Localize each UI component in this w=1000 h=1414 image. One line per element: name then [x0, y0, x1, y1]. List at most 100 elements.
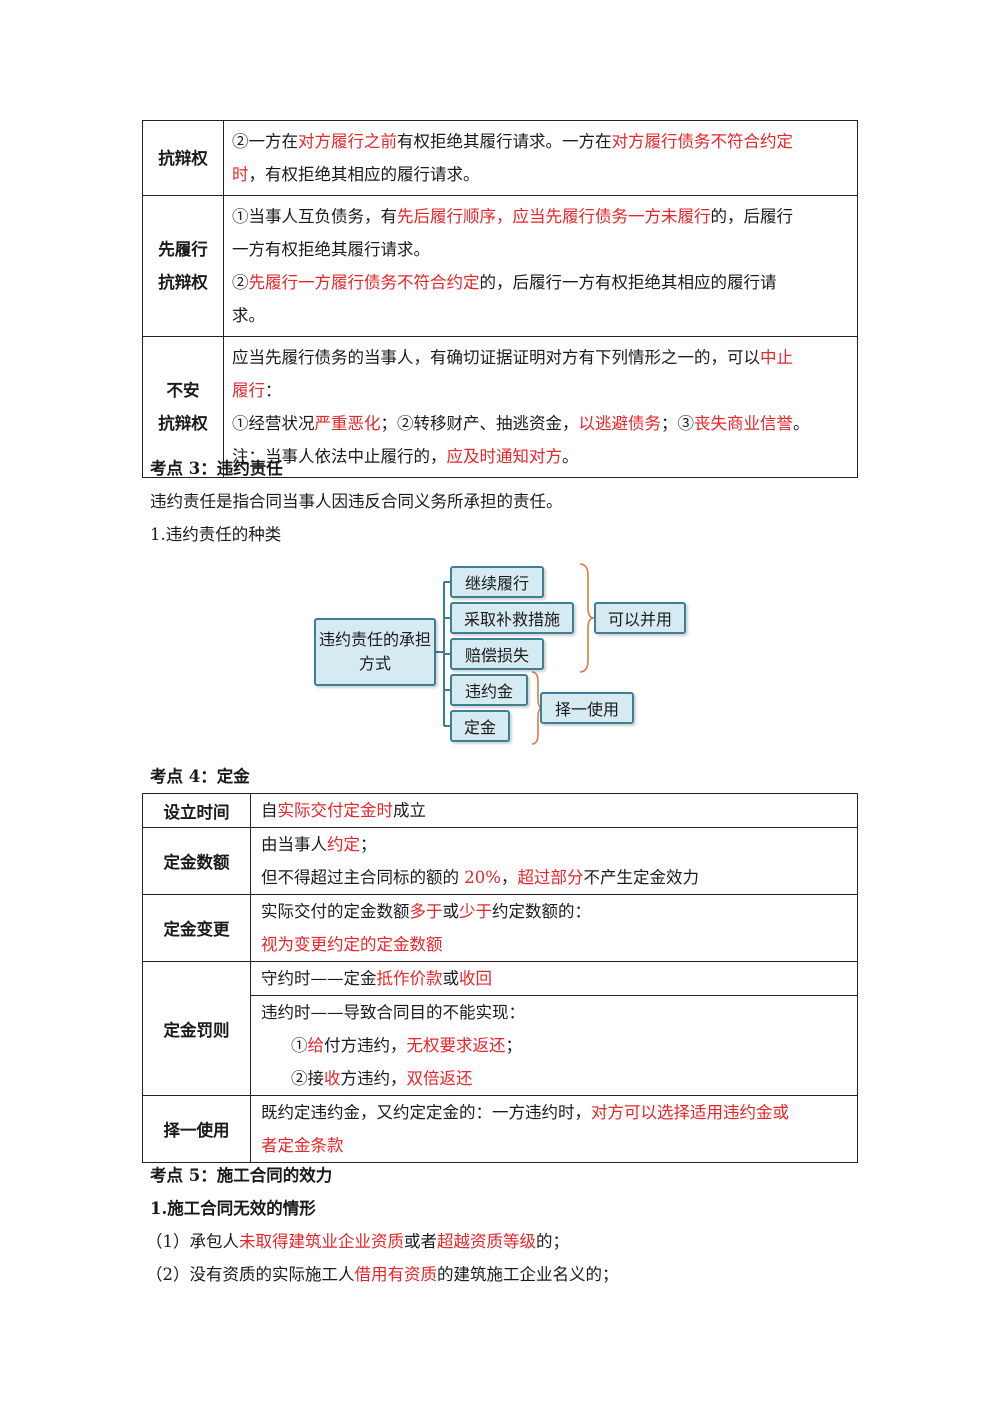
- list-item: （2）没有资质的实际施工人借用有资质的建筑施工企业名义的；: [146, 1260, 619, 1290]
- highlight-text: 丧失商业信誉: [694, 414, 793, 433]
- text-run: ；②转移财产、抽逃资金，: [380, 414, 579, 433]
- row-content: 违约时——导致合同目的不能实现： ①给付方违约，无权要求返还； ②接收方违约，双…: [250, 995, 858, 1096]
- highlight-text: 履行: [232, 381, 265, 400]
- highlight-text: 超越资质等级: [437, 1232, 536, 1251]
- text-run: 不产生定金效力: [583, 868, 699, 887]
- table-row: 定金变更 实际交付的定金数额多于或少于约定数额的： 视为变更约定的定金数额: [142, 894, 858, 962]
- text-run: 约定数额的：: [492, 902, 591, 921]
- group-label-box: 可以并用: [594, 602, 686, 634]
- text-run: （1）承包人: [146, 1232, 239, 1251]
- highlight-text: 视为变更约定的定金数额: [261, 935, 443, 954]
- row-label: 不安 抗辩权: [142, 336, 224, 478]
- method-box: 定金: [450, 710, 510, 742]
- text-run: 守约时——定金: [261, 969, 377, 988]
- highlight-text: 无权要求返还: [406, 1036, 506, 1055]
- text-run: 由当事人: [261, 835, 327, 854]
- highlight-text: 先后履行顺序，应当先履行债务一方未履行: [397, 207, 711, 226]
- group-label-box: 择一使用: [540, 692, 634, 724]
- highlight-text: 约定: [327, 835, 360, 854]
- text-run: 。: [793, 414, 810, 433]
- row-label: 定金罚则: [142, 961, 251, 1096]
- table-row: 先履行 抗辩权 ①当事人互负债务，有先后履行顺序，应当先履行债务一方未履行的，后…: [142, 195, 858, 337]
- text-run: 或: [442, 902, 460, 921]
- highlight-text: 给: [307, 1036, 325, 1055]
- text-run: 但不得超过主合同标的额的: [261, 868, 465, 887]
- root-box: 违约责任的承担方式: [314, 618, 436, 686]
- text-run: 一方有权拒绝其履行请求。: [232, 240, 430, 259]
- text-run: 或: [442, 969, 460, 988]
- row-content: ①当事人互负债务，有先后履行顺序，应当先履行债务一方未履行的，后履行 一方有权拒…: [223, 195, 858, 337]
- sub-heading: 1.违约责任的种类: [150, 525, 282, 544]
- table-row: 违约时——导致合同目的不能实现： ①给付方违约，无权要求返还； ②接收方违约，双…: [143, 995, 858, 1096]
- paragraph: 违约责任是指合同当事人因违反合同义务所承担的责任。: [150, 492, 563, 511]
- row-content: 守约时——定金抵作价款或收回: [250, 961, 858, 996]
- method-box: 采取补救措施: [450, 602, 574, 634]
- table-row: 设立时间 自实际交付定金时成立: [142, 793, 858, 828]
- text-run: （2）没有资质的实际施工人: [146, 1265, 355, 1284]
- text-run: 应当先履行债务的当事人，有确切证据证明对方有下列情形之一的，可以: [232, 348, 760, 367]
- table-row: 不安 抗辩权 应当先履行债务的当事人，有确切证据证明对方有下列情形之一的，可以中…: [142, 336, 858, 478]
- text-run: ②接: [291, 1069, 324, 1088]
- text-run: ；③: [661, 414, 694, 433]
- text-run: ，: [500, 868, 518, 887]
- highlight-text: 以逃避债务: [578, 414, 662, 433]
- text-run: 自: [261, 801, 278, 820]
- method-box: 赔偿损失: [450, 638, 544, 670]
- method-box: 继续履行: [450, 566, 544, 598]
- row-content: 由当事人约定； 但不得超过主合同标的额的 20%，超过部分不产生定金效力: [250, 827, 858, 895]
- table-row: 抗辩权 ②一方在对方履行之前有权拒绝其履行请求。一方在对方履行债务不符合约定 时…: [142, 120, 858, 196]
- row-label: 择一使用: [142, 1095, 251, 1163]
- highlight-text: 抵作价款: [376, 969, 443, 988]
- table-row: 定金数额 由当事人约定； 但不得超过主合同标的额的 20%，超过部分不产生定金效…: [142, 827, 858, 895]
- row-content: 既约定违约金，又约定定金的：一方违约时，对方可以选择适用违约金或 者定金条款: [250, 1095, 858, 1163]
- highlight-text: 实际交付定金时: [277, 801, 394, 820]
- highlight-text: 严重恶化: [314, 414, 381, 433]
- table-row: 定金罚则 守约时——定金抵作价款或收回: [142, 961, 858, 1096]
- text-run: 或者: [404, 1232, 437, 1251]
- row-label: 先履行 抗辩权: [142, 195, 224, 337]
- row-label: 设立时间: [142, 793, 251, 828]
- row-content: 自实际交付定金时成立: [250, 793, 858, 828]
- highlight-text: 对方可以选择适用违约金或: [591, 1103, 789, 1122]
- highlight-text: 对方履行债务不符合约定: [611, 132, 794, 151]
- text-run: ：: [265, 381, 282, 400]
- text-run: ②一方在: [232, 132, 298, 151]
- highlight-text: 20%: [464, 868, 501, 887]
- defense-rights-table: 抗辩权 ②一方在对方履行之前有权拒绝其履行请求。一方在对方履行债务不符合约定 时…: [142, 120, 858, 478]
- list-item: （1）承包人未取得建筑业企业资质或者超越资质等级的；: [146, 1227, 569, 1257]
- highlight-text: 多于: [409, 902, 443, 921]
- row-label: 定金数额: [142, 827, 251, 895]
- text-run: 求。: [232, 306, 265, 325]
- highlight-text: 时: [232, 165, 249, 184]
- highlight-text: 应及时通知对方: [446, 447, 563, 466]
- text-run: 注：当事人依法中止履行的，: [232, 447, 447, 466]
- row-content: ②一方在对方履行之前有权拒绝其履行请求。一方在对方履行债务不符合约定 时，有权拒…: [223, 120, 858, 196]
- highlight-text: 者定金条款: [261, 1136, 344, 1155]
- text-run: ②: [232, 273, 249, 292]
- text-run: 付方违约，: [324, 1036, 407, 1055]
- text-run: ①当事人互负债务，有: [232, 207, 397, 226]
- text-run: 。: [562, 447, 579, 466]
- method-box: 违约金: [450, 674, 528, 706]
- highlight-text: 先履行一方履行债务不符合约定: [248, 273, 480, 292]
- text-run: ①经营状况: [232, 414, 315, 433]
- text-run: 方违约，: [340, 1069, 407, 1088]
- table-row: 择一使用 既约定违约金，又约定定金的：一方违约时，对方可以选择适用违约金或 者定…: [142, 1095, 858, 1163]
- liability-diagram: 违约责任的承担方式 继续履行 采取补救措施 赔偿损失 违约金 定金 可以并用 择…: [300, 556, 700, 756]
- row-label: 抗辩权: [142, 120, 224, 196]
- highlight-text: 少于: [459, 902, 492, 921]
- text-run: 的建筑施工企业名义的；: [437, 1265, 619, 1284]
- text-run: 的，后履行: [710, 207, 794, 226]
- brace: [579, 563, 595, 673]
- highlight-text: 未取得建筑业企业资质: [239, 1232, 404, 1251]
- section-heading: 考点 5：施工合同的效力: [150, 1166, 333, 1185]
- sub-heading: 1.施工合同无效的情形: [150, 1199, 316, 1218]
- section-heading: 考点 4：定金: [150, 767, 250, 786]
- highlight-text: 超过部分: [517, 868, 584, 887]
- text-run: 的，后履行一方有权拒绝其相应的履行请: [479, 273, 777, 292]
- text-run: ；: [505, 1036, 523, 1055]
- text-run: ，有权拒绝其相应的履行请求。: [248, 165, 480, 184]
- highlight-text: 中止: [760, 348, 793, 367]
- row-label: 定金变更: [142, 894, 251, 962]
- text-run: 有权拒绝其履行请求。一方在: [397, 132, 612, 151]
